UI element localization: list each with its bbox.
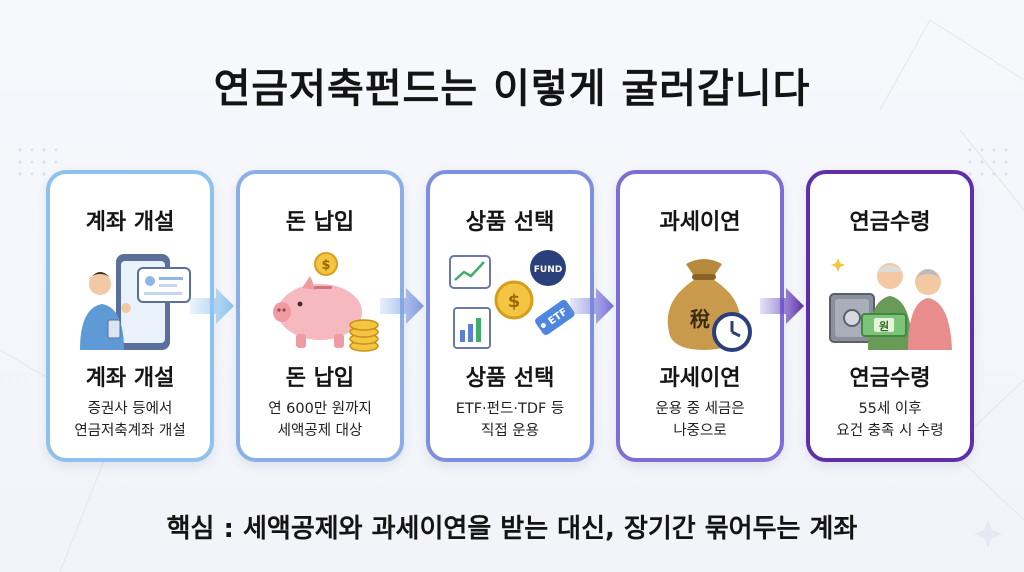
- step-heading: 돈 납입: [285, 210, 355, 235]
- step-title: 돈 납입: [285, 366, 355, 391]
- person-account-icon: [80, 254, 191, 350]
- step-heading: 과세이연: [659, 210, 741, 235]
- step-card-product-selection: 상품 선택 FUND $ ETF 상품 선택 ETF·펀드·TDF 등 직접 운…: [426, 170, 594, 462]
- coin-label: $: [508, 291, 521, 312]
- step-description-line: 증권사 등에서: [87, 401, 173, 417]
- step-card-deposit: 돈 납입 $ 돈 납입 연 600만 원까지 세액공제 대상: [236, 170, 404, 462]
- step-title: 계좌 개설: [85, 366, 175, 391]
- step-heading: 상품 선택: [465, 210, 555, 235]
- step-description: 55세 이후 요건 충족 시 수령: [810, 398, 970, 442]
- step-description-line: 55세 이후: [858, 401, 922, 417]
- step-description-line: 나중으로: [673, 423, 727, 439]
- arrow-right-icon: [380, 288, 424, 324]
- step-title: 연금수령: [849, 366, 931, 391]
- step-description: 운용 중 세금은 나중으로: [620, 398, 780, 442]
- step-description: 연 600만 원까지 세액공제 대상: [240, 398, 400, 442]
- step-title: 과세이연: [659, 366, 741, 391]
- arrow-right-icon: [570, 288, 614, 324]
- investment-products-icon: FUND $ ETF: [449, 250, 575, 349]
- won-label: 원: [879, 319, 889, 333]
- step-card-tax-deferral: 과세이연 稅 과세이연 운용 중 세금은 나중으로: [616, 170, 784, 462]
- step-description: ETF·펀드·TDF 등 직접 운용: [430, 398, 590, 442]
- tax-bag-clock-icon: 稅: [667, 259, 752, 352]
- process-flow: 계좌 개설 계좌 개설 증권사 등에서 연금저축계좌 개설 돈 납입: [46, 170, 978, 470]
- arrow-right-icon: [760, 288, 804, 324]
- key-summary: 핵심 : 세액공제와 과세이연을 받는 대신, 장기간 묶어두는 계좌: [166, 514, 858, 544]
- step-card-pension-receipt: 연금수령 원 연금수령 55세 이후 요건 충족 시 수령: [806, 170, 974, 462]
- step-description-line: 연 600만 원까지: [268, 401, 372, 417]
- piggy-bank-icon: $: [273, 252, 379, 352]
- tax-label: 稅: [690, 307, 710, 331]
- step-description-line: 직접 운용: [481, 423, 539, 439]
- step-heading: 계좌 개설: [85, 210, 175, 235]
- step-description-line: 연금저축계좌 개설: [74, 423, 186, 439]
- step-heading: 연금수령: [849, 210, 931, 235]
- arrow-right-icon: [190, 288, 234, 324]
- step-description-line: 요건 충족 시 수령: [836, 423, 944, 439]
- step-description: 증권사 등에서 연금저축계좌 개설: [50, 398, 210, 442]
- step-description-line: 세액공제 대상: [277, 423, 363, 439]
- fund-label: FUND: [534, 265, 562, 275]
- step-title: 상품 선택: [465, 366, 555, 391]
- coin-label: $: [321, 258, 330, 273]
- page-title: 연금저축펀드는 이렇게 굴러갑니다: [213, 66, 811, 112]
- step-description-line: 운용 중 세금은: [655, 401, 745, 417]
- retired-couple-safe-icon: 원: [829, 258, 952, 350]
- step-description-line: ETF·펀드·TDF 등: [455, 401, 565, 417]
- step-card-account-opening: 계좌 개설 계좌 개설 증권사 등에서 연금저축계좌 개설: [46, 170, 214, 462]
